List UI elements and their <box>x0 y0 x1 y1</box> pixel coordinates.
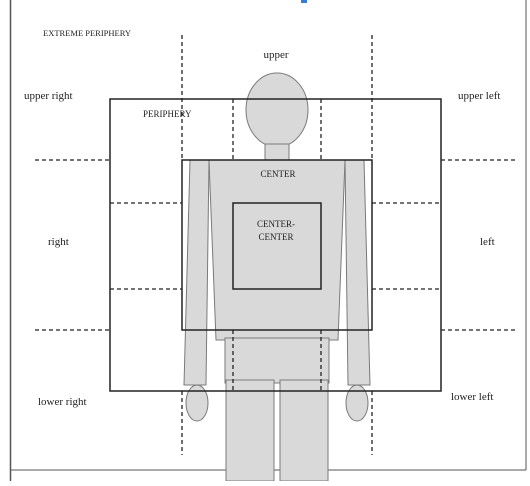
label-right: right <box>48 236 69 248</box>
figure-right-arm <box>345 160 370 385</box>
label-left: left <box>480 236 495 248</box>
label-lower-left: lower left <box>451 391 493 403</box>
label-periphery: PERIPHERY <box>143 109 192 119</box>
figure-right-leg <box>280 380 328 481</box>
label-center-center-line2: CENTER <box>259 232 294 242</box>
top-marker <box>301 0 307 3</box>
label-upper-right: upper right <box>24 90 73 102</box>
figure-hips <box>225 338 329 383</box>
human-figure <box>184 73 370 481</box>
label-lower-right: lower right <box>38 396 87 408</box>
label-center: CENTER <box>261 169 296 179</box>
label-upper: upper <box>263 49 288 61</box>
label-center-center-line1: CENTER- <box>257 219 295 229</box>
label-upper-left: upper left <box>458 90 500 102</box>
figure-torso <box>209 160 345 340</box>
figure-left-arm <box>184 160 209 385</box>
figure-left-leg <box>226 380 274 481</box>
figure-head <box>246 73 308 147</box>
label-extreme-periphery: EXTREME PERIPHERY <box>43 28 131 38</box>
